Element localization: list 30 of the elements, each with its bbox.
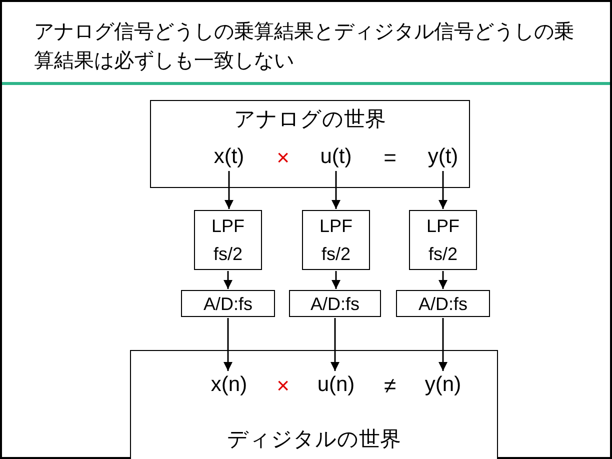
filter-box: LPF fs/2	[409, 210, 477, 270]
arrow	[224, 171, 234, 209]
arrow	[224, 271, 232, 289]
signal-label: y(n)	[424, 372, 462, 398]
slide-title: アナログ信号どうしの乗算結果とディジタル信号どうしの乗算結果は必ずしも一致しない	[34, 20, 574, 74]
arrow	[332, 171, 340, 209]
arrow	[332, 271, 340, 289]
filter-box: LPF fs/2	[302, 210, 370, 270]
operator-symbol: =	[384, 144, 396, 172]
arrow	[438, 271, 448, 289]
signal-label: y(t)	[428, 144, 458, 170]
signal-label: u(t)	[320, 144, 352, 170]
operator-symbol: ×	[276, 372, 290, 400]
converter-box: A/D:fs	[181, 290, 275, 317]
signal-label: x(t)	[214, 144, 244, 170]
signal-label: x(n)	[210, 372, 248, 398]
world-heading: アナログの世界	[233, 107, 387, 133]
converter-box: A/D:fs	[396, 290, 490, 317]
arrow	[438, 171, 448, 209]
arrow	[330, 318, 340, 371]
world-heading: ディジタルの世界	[226, 427, 402, 453]
world-box	[150, 100, 470, 188]
arrow	[438, 318, 448, 371]
arrow	[224, 318, 232, 371]
converter-box: A/D:fs	[289, 290, 381, 317]
world-box	[130, 350, 498, 459]
filter-box: LPF fs/2	[194, 210, 262, 270]
operator-symbol: ≠	[384, 372, 396, 400]
operator-symbol: ×	[276, 144, 290, 172]
signal-label: u(n)	[317, 372, 355, 398]
